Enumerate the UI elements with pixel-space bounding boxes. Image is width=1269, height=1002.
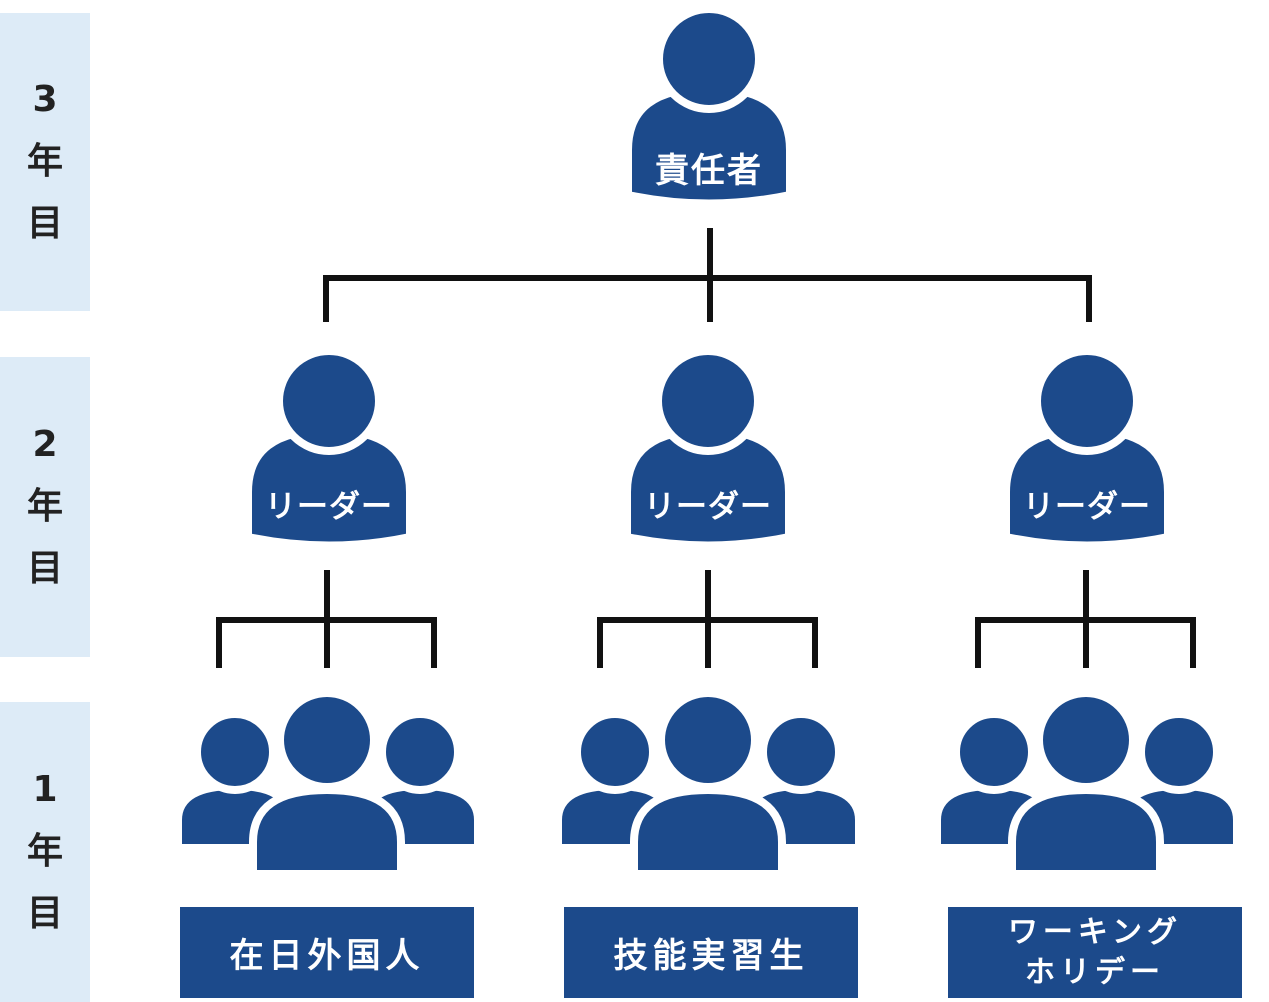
leader-2-label: リーダー <box>644 489 772 525</box>
year-band-2-char-1: 年 <box>26 486 63 527</box>
connector-leader-3-group <box>975 570 1196 668</box>
group-1-label: 在日外国人 <box>229 936 425 976</box>
year-band-1: 1 年 目 <box>0 702 90 1002</box>
group-1-people-icon <box>174 689 482 878</box>
group-box-3: ワーキング ホリデー <box>948 907 1242 998</box>
connector-leader-1-group <box>216 570 437 668</box>
year-band-3: 3 年 目 <box>0 13 90 311</box>
leader-3-person-icon <box>1002 347 1172 550</box>
year-band-3-char-2: 目 <box>26 203 63 244</box>
group-3-people-icon <box>933 689 1241 878</box>
year-band-1-char-1: 年 <box>26 831 63 872</box>
group-box-1: 在日外国人 <box>180 907 474 998</box>
leader-1-person-icon <box>244 347 414 550</box>
connector-leader-2-group <box>597 570 818 668</box>
year-band-2-number: 2 <box>32 424 58 465</box>
chief-label: 責任者 <box>655 151 763 191</box>
year-band-2: 2 年 目 <box>0 357 90 657</box>
year-band-3-char-1: 年 <box>26 141 63 182</box>
leader-2-person-icon <box>623 347 793 550</box>
group-2-label: 技能実習生 <box>613 936 809 976</box>
leader-3-label: リーダー <box>1023 489 1151 525</box>
year-band-1-char-2: 目 <box>26 893 63 934</box>
chief-person-icon <box>624 5 794 208</box>
leader-1-label: リーダー <box>265 489 393 525</box>
year-band-2-char-2: 目 <box>26 548 63 589</box>
connector-chief-leaders <box>323 228 1092 322</box>
group-2-people-icon <box>554 689 863 878</box>
group-box-2: 技能実習生 <box>564 907 858 998</box>
year-band-3-number: 3 <box>32 79 58 120</box>
group-3-label-line-2: ホリデー <box>1025 954 1165 990</box>
group-3-label-line-1: ワーキング <box>1007 914 1183 950</box>
year-band-1-number: 1 <box>32 769 58 810</box>
